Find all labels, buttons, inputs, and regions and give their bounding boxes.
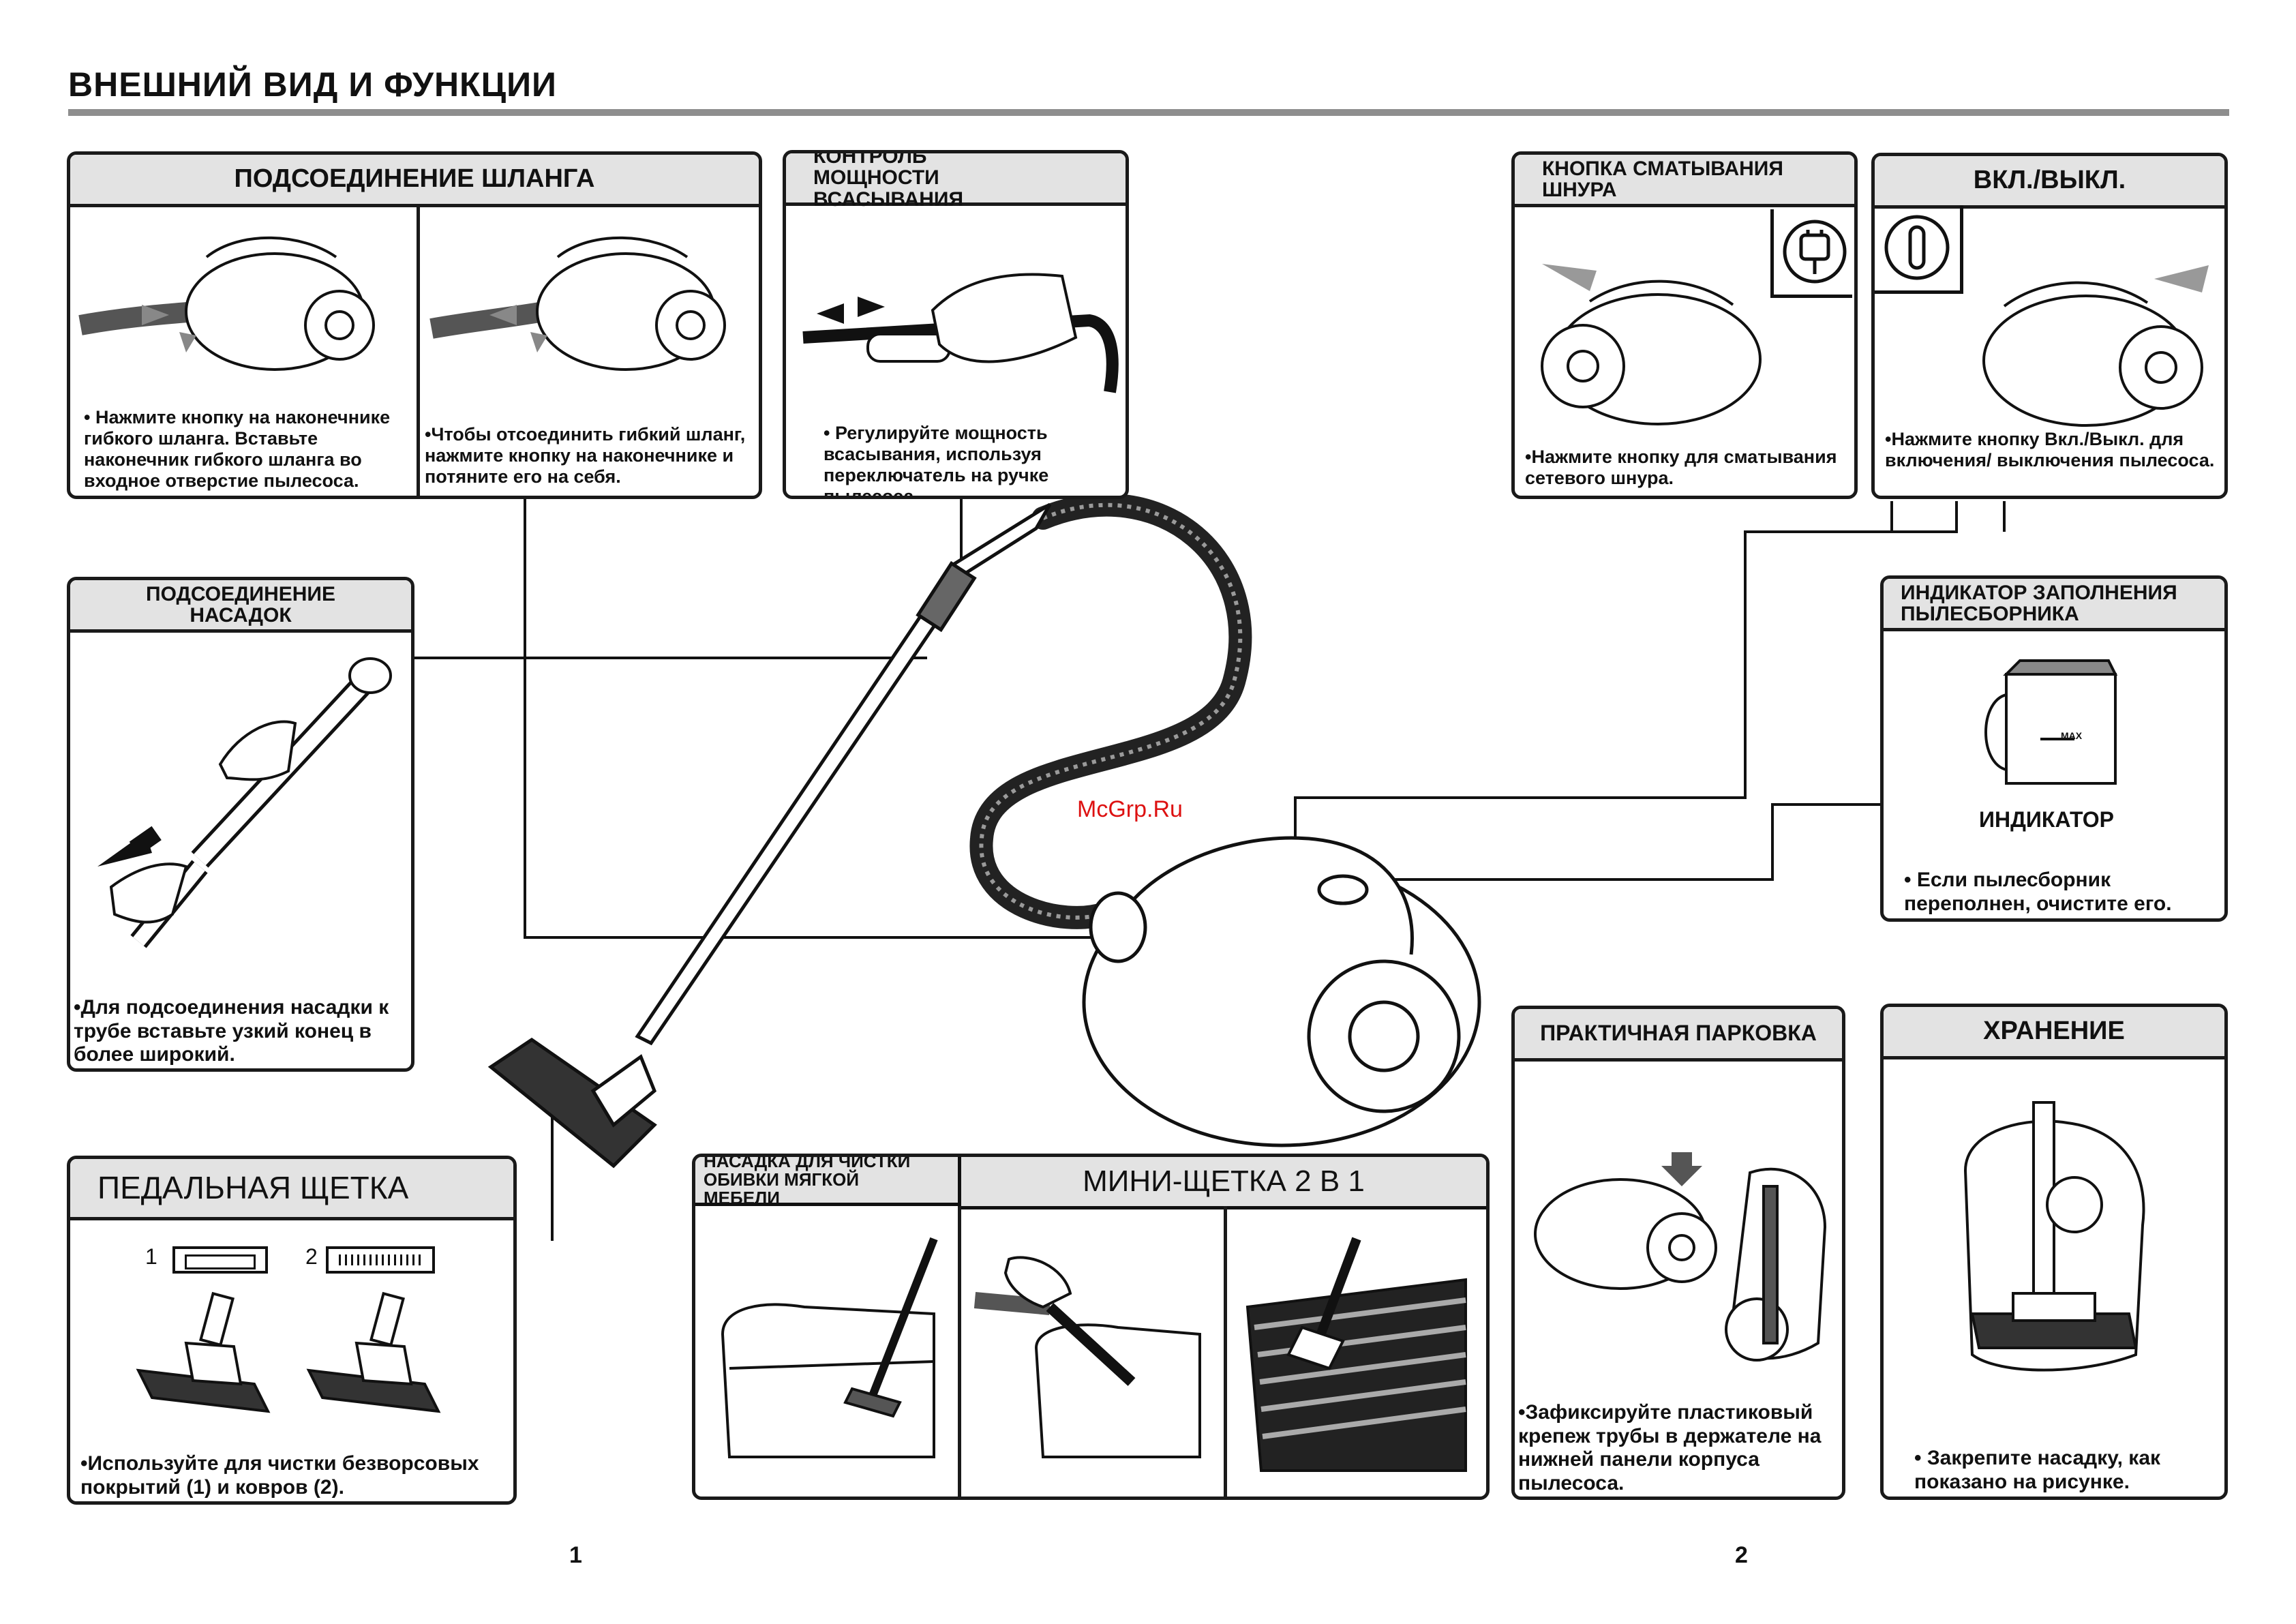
max-mark-label: MAX [2061, 730, 2083, 741]
panel-title: ПОДСОЕДИНЕНИЕ ШЛАНГА [234, 164, 595, 194]
dust-container-illustration [1984, 659, 2118, 785]
cord-rewind-text: •Нажмите кнопку для сматывания сетевого … [1525, 447, 1837, 489]
hose-connect-illustration [78, 236, 375, 371]
attachment-illustration [97, 657, 392, 948]
hose-connect-text: • Нажмите кнопку на наконечнике гибкого … [84, 407, 391, 492]
indicator-label: ИНДИКАТОР [1979, 807, 2114, 832]
crevice-tool-illustration [973, 1256, 1201, 1458]
parking-illustration [1534, 1152, 1827, 1362]
sofa-nozzle-illustration [721, 1237, 938, 1458]
hose-disconnect-text: •Чтобы отсоединить гибкий шланг, нажмите… [425, 424, 746, 487]
panel-header: ИНДИКАТОР ЗАПОЛНЕНИЯ ПЫЛЕСБОРНИКА [1884, 579, 2224, 631]
curtain-brush-illustration [1245, 1237, 1467, 1472]
carpet-icon [326, 1246, 435, 1274]
panel-header: ПЕДАЛЬНАЯ ЩЕТКА [70, 1159, 513, 1220]
attachment-text: •Для подсоединения насадки к трубе встав… [74, 996, 389, 1066]
cord-rewind-illustration [1541, 264, 1762, 425]
panel-header: КНОПКА СМАТЫВАНИЯ ШНУРА [1515, 155, 1854, 207]
parking-panel: ПРАКТИЧНАЯ ПАРКОВКА •Зафиксируйте пласти… [1511, 1006, 1845, 1500]
dust-indicator-panel: ИНДИКАТОР ЗАПОЛНЕНИЯ ПЫЛЕСБОРНИКА MAX ИН… [1880, 575, 2228, 922]
hose-connection-panel: ПОДСОЕДИНЕНИЕ ШЛАНГА • Нажмите кнопку на… [67, 151, 762, 499]
suction-power-panel: КОНТРОЛЬ МОЩНОСТИ ВСАСЫВАНИЯ • Регулируй… [783, 150, 1129, 499]
mode-2-label: 2 [305, 1244, 318, 1269]
panel-title: ВКЛ./ВЫКЛ. [1973, 166, 2126, 195]
panel-title: ХРАНЕНИЕ [1983, 1017, 2125, 1046]
panel-header: ПОДСОЕДИНЕНИЕ ШЛАНГА [70, 155, 759, 207]
panel-title: КОНТРОЛЬ МОЩНОСТИ ВСАСЫВАНИЯ [813, 150, 964, 211]
panel-title: ПРАКТИЧНАЯ ПАРКОВКА [1540, 1021, 1817, 1046]
panel-title: ПЕДАЛЬНАЯ ЩЕТКА [97, 1170, 409, 1206]
power-switch-text: •Нажмите кнопку Вкл./Выкл. для включения… [1885, 429, 2215, 471]
panel-header: ВКЛ./ВЫКЛ. [1875, 156, 2224, 209]
panel-header: ПРАКТИЧНАЯ ПАРКОВКА [1515, 1009, 1842, 1062]
panel-title: ИНДИКАТОР ЗАПОЛНЕНИЯ ПЫЛЕСБОРНИКА [1901, 581, 2177, 625]
upholstery-panel: НАСАДКА ДЛЯ ЧИСТКИ ОБИВКИ МЯГКОЙ МЕБЕЛИ … [692, 1154, 1490, 1500]
storage-illustration [1963, 1101, 2145, 1372]
storage-text: • Закрепите насадку, как показано на рис… [1914, 1447, 2161, 1493]
watermark: McGrp.Ru [1077, 796, 1183, 822]
mini-brush-title: МИНИ-ЩЕТКА 2 В 1 [1083, 1164, 1365, 1198]
upholstery-title: НАСАДКА ДЛЯ ЧИСТКИ ОБИВКИ МЯГКОЙ МЕБЕЛИ [704, 1154, 911, 1209]
divider [958, 1206, 961, 1497]
panel-header: ХРАНЕНИЕ [1884, 1007, 2224, 1059]
panel-header: ПОДСОЕДИНЕНИЕ НАСАДОК [70, 580, 411, 633]
page-title: ВНЕШНИЙ ВИД И ФУНКЦИИ [68, 65, 557, 104]
hose-disconnect-illustration [429, 236, 726, 371]
brush-mode-2-illustration [306, 1291, 441, 1413]
brush-mode-1-illustration [136, 1291, 271, 1413]
attachment-connection-panel: ПОДСОЕДИНЕНИЕ НАСАДОК •Для подсоединения… [67, 577, 414, 1072]
pedal-brush-panel: ПЕДАЛЬНАЯ ЩЕТКА 1 2 •Используйте для чис… [67, 1156, 517, 1505]
smooth-floor-icon [172, 1246, 268, 1274]
divider [1224, 1206, 1227, 1497]
divider [417, 204, 420, 496]
dust-indicator-text: • Если пылесборник переполнен, очистите … [1904, 869, 2172, 915]
title-rule [68, 109, 2229, 116]
parking-text: •Зафиксируйте пластиковый крепеж трубы в… [1518, 1401, 1822, 1494]
plug-icon [1770, 209, 1852, 298]
suction-control-illustration [802, 273, 1119, 393]
mini-brush-header: МИНИ-ЩЕТКА 2 В 1 [961, 1157, 1486, 1209]
power-switch-illustration [1982, 265, 2209, 427]
storage-panel: ХРАНЕНИЕ • Закрепите насадку, как показа… [1880, 1004, 2228, 1500]
upholstery-header: НАСАДКА ДЛЯ ЧИСТКИ ОБИВКИ МЯГКОЙ МЕБЕЛИ [695, 1154, 961, 1209]
panel-title: КНОПКА СМАТЫВАНИЯ ШНУРА [1542, 157, 1783, 201]
suction-power-text: • Регулируйте мощность всасывания, испол… [824, 423, 1049, 499]
panel-title: ПОДСОЕДИНЕНИЕ НАСАДОК [146, 582, 335, 627]
page-number-left: 1 [569, 1542, 582, 1568]
power-button-icon [1875, 205, 1963, 294]
cord-rewind-panel: КНОПКА СМАТЫВАНИЯ ШНУРА •Нажмите кнопку … [1511, 151, 1858, 499]
mode-1-label: 1 [145, 1244, 157, 1269]
power-switch-panel: ВКЛ./ВЫКЛ. •Нажмите кнопку Вкл./Выкл. дл… [1871, 153, 2228, 499]
pedal-brush-text: •Используйте для чистки безворсовых покр… [80, 1452, 479, 1499]
page-number-right: 2 [1735, 1542, 1748, 1568]
panel-header: КОНТРОЛЬ МОЩНОСТИ ВСАСЫВАНИЯ [786, 153, 1126, 210]
